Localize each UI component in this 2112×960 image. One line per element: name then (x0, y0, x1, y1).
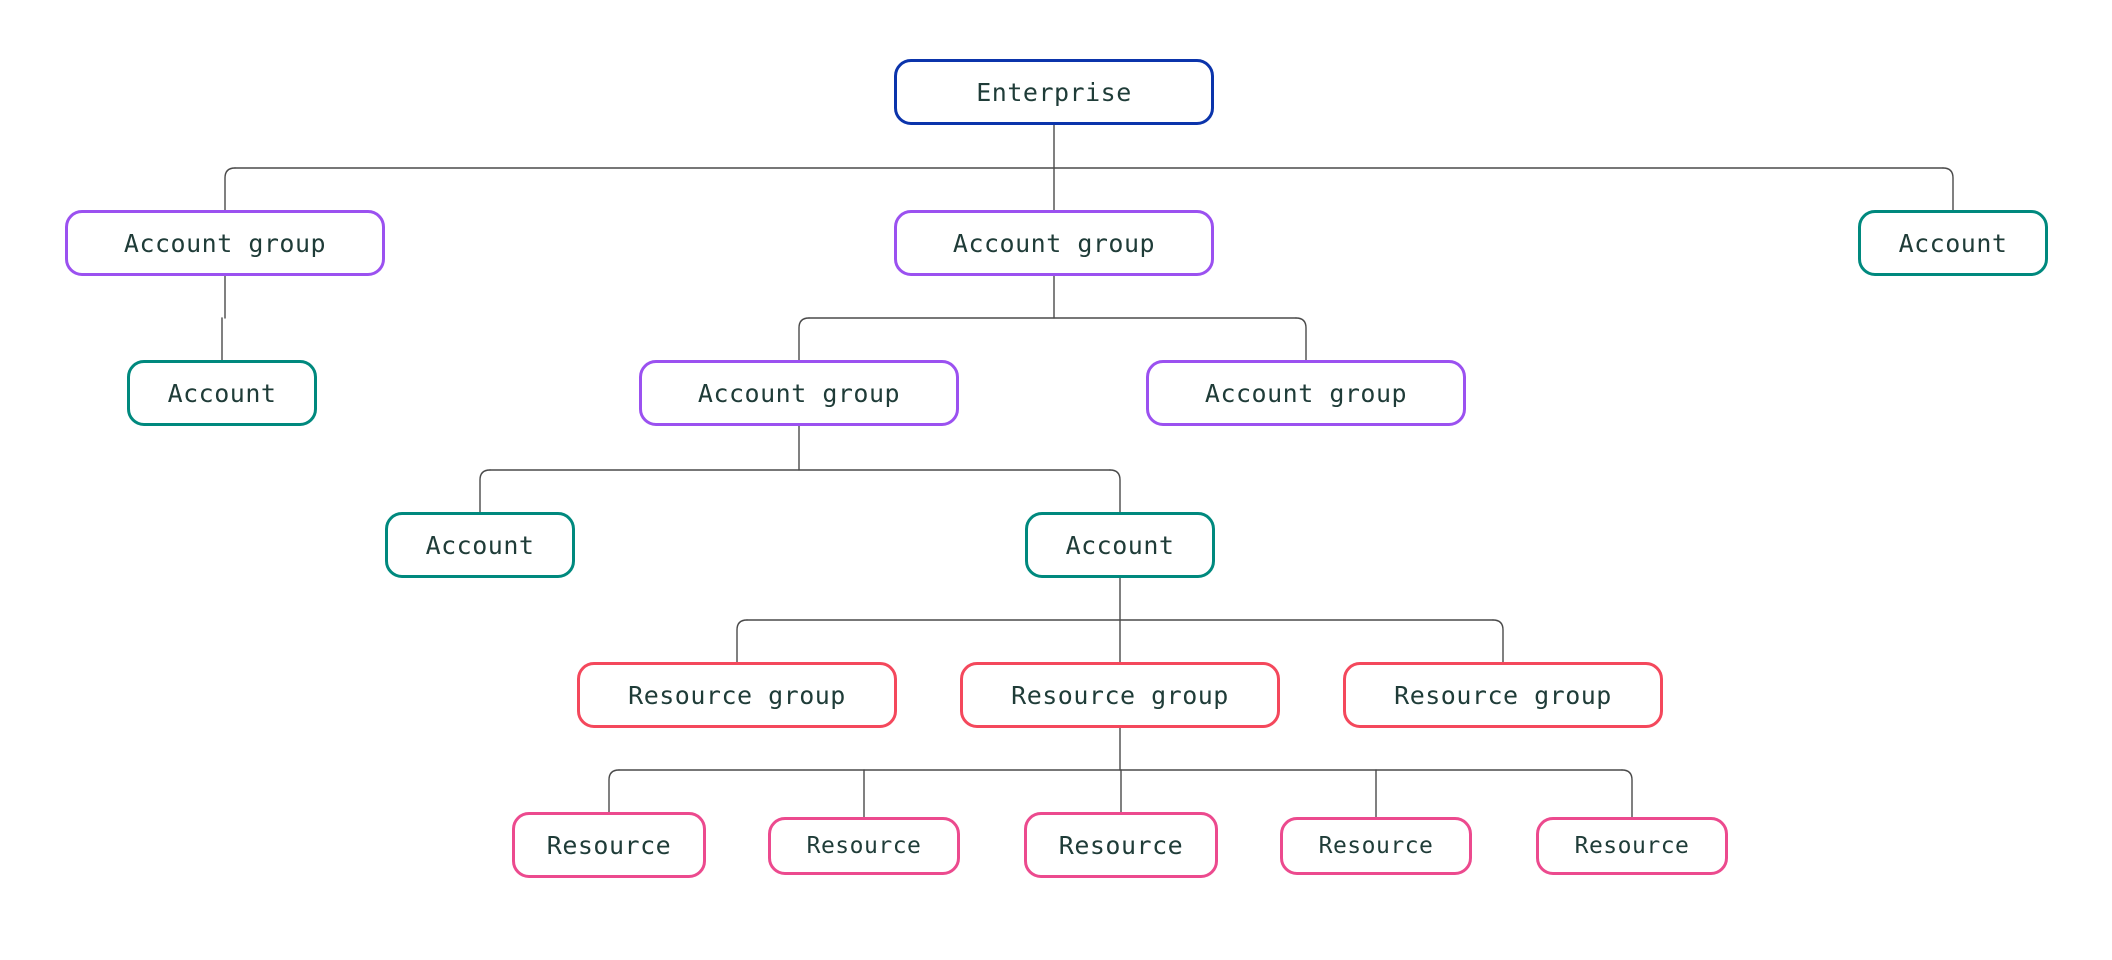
edge-elbow-right (1621, 769, 1633, 818)
node-account[interactable]: Account (127, 360, 317, 426)
node-enterprise[interactable]: Enterprise (894, 59, 1214, 125)
edge-elbow-left (608, 769, 620, 813)
node-account[interactable]: Account (385, 512, 575, 578)
node-label: Account group (123, 228, 327, 258)
node-account-group[interactable]: Account group (1146, 360, 1466, 426)
node-label: Account group (952, 228, 1156, 258)
node-label: Account group (697, 378, 901, 408)
node-label: Resource (546, 830, 672, 860)
node-account[interactable]: Account (1025, 512, 1215, 578)
edge-elbow-left (798, 317, 810, 361)
node-resource-group[interactable]: Resource group (960, 662, 1280, 728)
node-resource-group[interactable]: Resource group (1343, 662, 1663, 728)
edge-elbow-right (1942, 167, 1954, 211)
node-label: Account (425, 530, 535, 560)
node-resource[interactable]: Resource (1024, 812, 1218, 878)
node-resource[interactable]: Resource (1536, 817, 1728, 875)
node-account[interactable]: Account (1858, 210, 2048, 276)
edge-elbow-right (1295, 317, 1307, 361)
node-account-group[interactable]: Account group (639, 360, 959, 426)
node-resource[interactable]: Resource (768, 817, 960, 875)
node-label: Resource group (1394, 680, 1612, 710)
edge-elbow-right (1492, 619, 1504, 663)
node-label: Account group (1204, 378, 1408, 408)
node-resource-group[interactable]: Resource group (577, 662, 897, 728)
edge-elbow-left (224, 167, 236, 211)
node-label: Account (1065, 530, 1175, 560)
node-label: Resource (1318, 832, 1434, 859)
node-label: Enterprise (976, 77, 1132, 107)
node-label: Resource (806, 832, 922, 859)
node-label: Resource (1058, 830, 1184, 860)
node-label: Resource group (628, 680, 846, 710)
node-account-group[interactable]: Account group (894, 210, 1214, 276)
edge-elbow-right (1109, 469, 1121, 513)
node-resource[interactable]: Resource (1280, 817, 1472, 875)
node-label: Resource group (1011, 680, 1229, 710)
node-account-group[interactable]: Account group (65, 210, 385, 276)
edge-elbow-left (479, 469, 491, 513)
node-resource[interactable]: Resource (512, 812, 706, 878)
node-label: Resource (1574, 832, 1690, 859)
node-label: Account (167, 378, 277, 408)
edge-elbow-left (736, 619, 748, 663)
node-label: Account (1898, 228, 2008, 258)
